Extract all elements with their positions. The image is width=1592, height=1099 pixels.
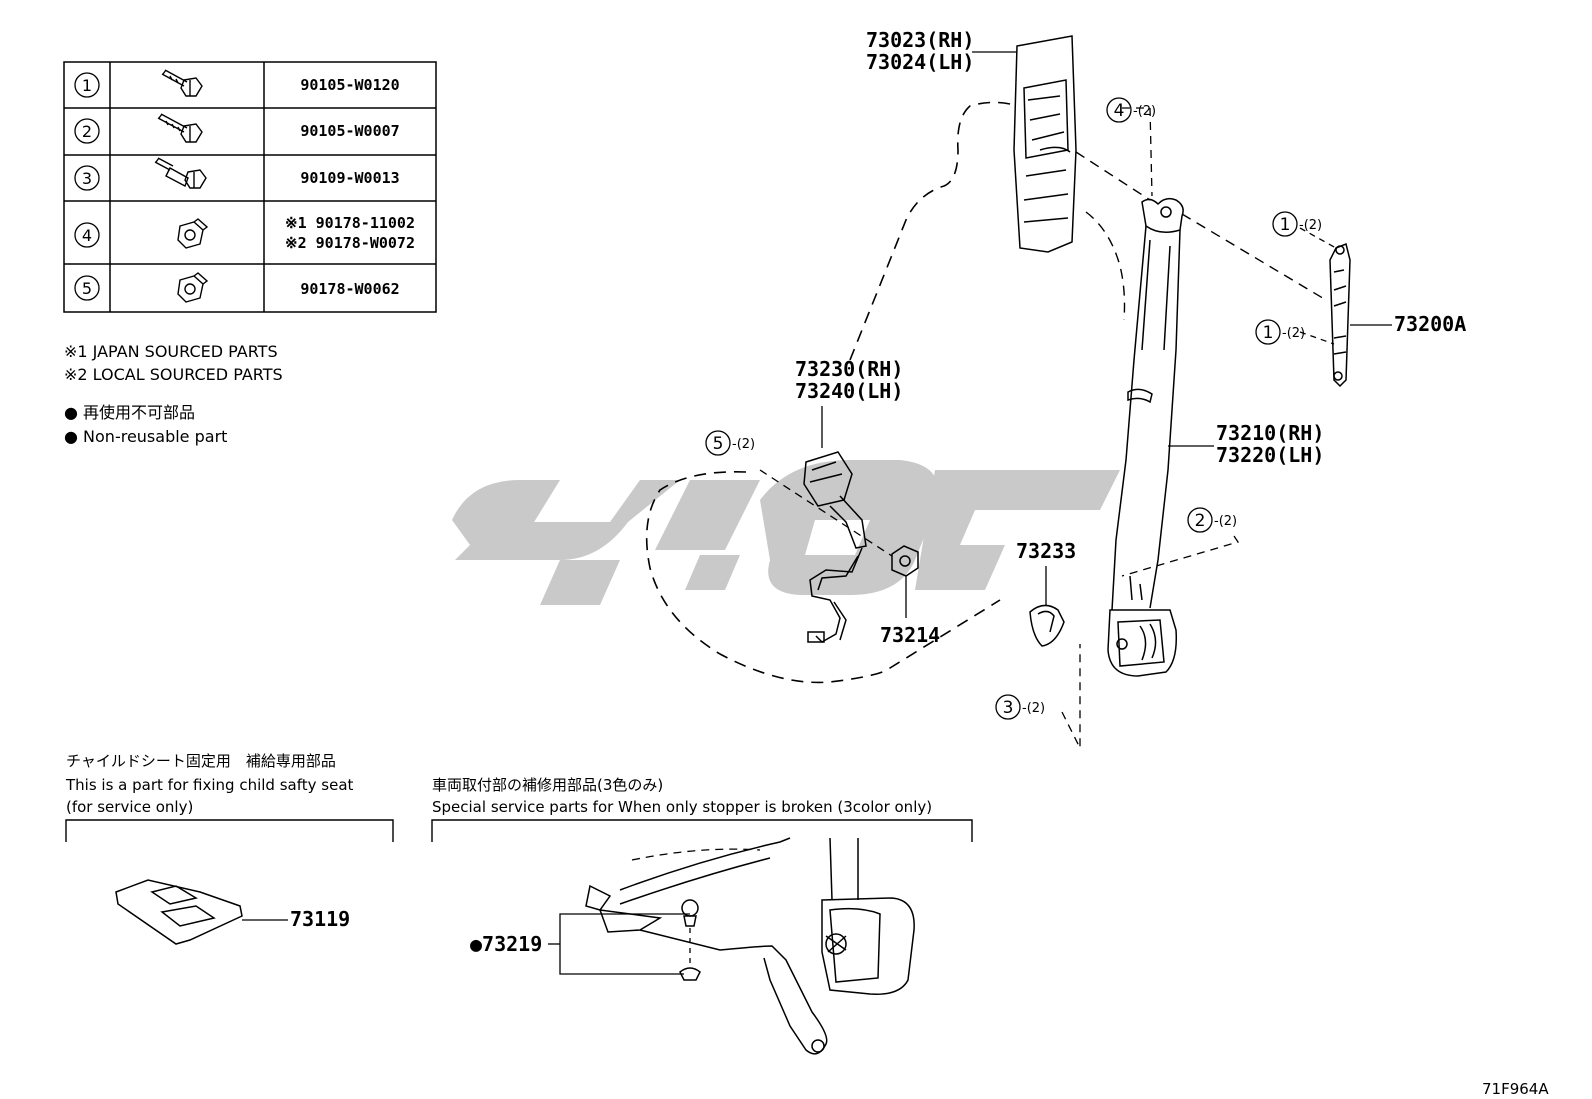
belt-route-right	[1085, 211, 1126, 321]
callout-73210: 73210(RH)	[1216, 421, 1324, 445]
seat-outline-dash	[645, 471, 1001, 684]
fastener4-dash	[1122, 107, 1153, 197]
note-non-reusable-jp: ● 再使用不可部品	[64, 403, 195, 422]
table-part-4b: ※2 90178-W0072	[285, 234, 415, 252]
anchor-dash-line	[1075, 151, 1151, 201]
bolt-icon-2	[157, 113, 203, 143]
nut-icon-4	[177, 218, 209, 249]
table-index-5: 5	[82, 279, 92, 298]
watermark-logo	[452, 460, 1120, 605]
child-seat-title-en1: This is a part for fixing child safty se…	[65, 776, 354, 794]
ref-num-1a: 1	[1280, 215, 1291, 235]
child-seat-title-jp: チャイルドシート固定用 補給専用部品	[66, 752, 336, 770]
child-seat-bracket	[65, 819, 394, 842]
fastener-table	[63, 61, 437, 313]
table-index-1: 1	[82, 76, 92, 95]
note-japan-sourced: ※1 JAPAN SOURCED PARTS	[64, 342, 278, 361]
buckle-bolt-dash	[759, 469, 893, 557]
callout-73024: 73024(LH)	[866, 50, 974, 74]
table-index-2: 2	[82, 122, 92, 141]
table-index-3: 3	[82, 169, 92, 188]
ref-qty-1a: -(2)	[1299, 218, 1322, 233]
plate-73119	[115, 879, 243, 945]
stopper-title-jp: 車両取付部の補修用部品(3色のみ)	[432, 776, 663, 794]
callout-73119: 73119	[290, 907, 350, 931]
belt-route-upper	[849, 101, 1011, 361]
table-part-4a: ※1 90178-11002	[285, 214, 415, 232]
fastener-ref-circles	[705, 97, 1298, 720]
note-non-reusable-en: ● Non-reusable part	[64, 427, 227, 446]
callout-73023: 73023(RH)	[866, 28, 974, 52]
stopper-bracket	[431, 819, 973, 842]
ref-qty-4: -(2)	[1133, 104, 1156, 119]
figure-code: 71F964A	[1482, 1080, 1549, 1098]
ref-num-1b: 1	[1263, 323, 1274, 343]
pillar-garnish	[1013, 35, 1077, 253]
ref-qty-2: -(2)	[1214, 514, 1237, 529]
nut-icon-5	[177, 272, 209, 303]
fastener3-dash	[1061, 644, 1081, 749]
table-index-circles	[74, 72, 100, 301]
cover-73233	[1029, 604, 1065, 647]
shoulder-adjuster	[1329, 242, 1351, 388]
bolt-icon-1	[161, 69, 203, 97]
callout-73200a: 73200A	[1394, 312, 1466, 336]
bolt-dash-lines	[1299, 227, 1337, 345]
lower-belt-assembly	[585, 837, 915, 1055]
callout-73233: 73233	[1016, 539, 1076, 563]
note-local-sourced: ※2 LOCAL SOURCED PARTS	[64, 365, 283, 384]
table-part-2: 90105-W0007	[300, 122, 399, 140]
ref-num-5: 5	[713, 434, 724, 454]
callout-73220: 73220(LH)	[1216, 443, 1324, 467]
adjuster-dash-line	[1181, 213, 1327, 301]
stopper-title-en: Special service parts for When only stop…	[432, 798, 932, 816]
ref-num-4: 4	[1114, 101, 1125, 121]
child-seat-title-en2: (for service only)	[66, 798, 193, 816]
buckle-assembly	[803, 451, 867, 643]
bolt-icon-3	[154, 157, 207, 189]
table-part-5: 90178-W0062	[300, 280, 399, 298]
fastener2-dash	[1121, 535, 1240, 577]
ref-qty-3: -(2)	[1022, 701, 1045, 716]
retractor-belt	[1107, 197, 1184, 677]
callout-73230: 73230(RH)	[795, 357, 903, 381]
bracket-73219	[559, 913, 690, 975]
table-index-4: 4	[82, 226, 92, 245]
callout-73240: 73240(LH)	[795, 379, 903, 403]
ref-qty-1b: -(2)	[1282, 326, 1305, 341]
ref-qty-5: -(2)	[732, 437, 755, 452]
stopper-route-dash	[631, 848, 761, 861]
table-part-3: 90109-W0013	[300, 169, 399, 187]
ref-num-2: 2	[1195, 511, 1206, 531]
nut-73214	[891, 545, 919, 577]
ref-num-3: 3	[1003, 698, 1014, 718]
table-part-1: 90105-W0120	[300, 76, 399, 94]
callout-73219: ●73219	[470, 932, 542, 956]
